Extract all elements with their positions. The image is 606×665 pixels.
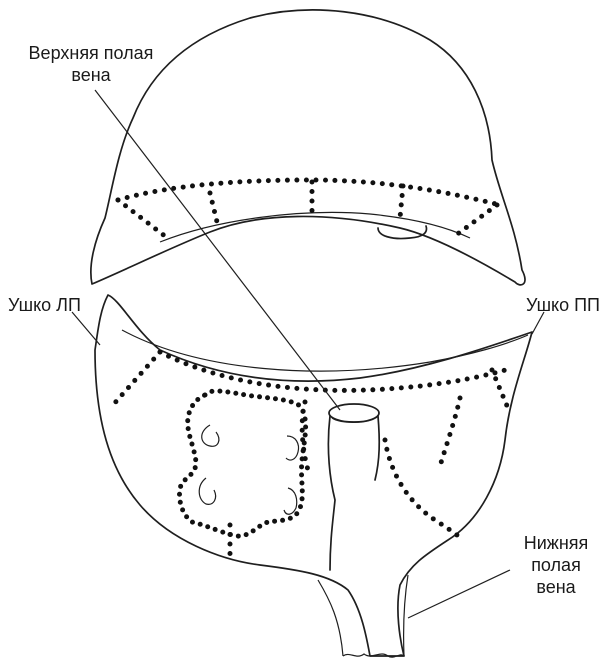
ivc-left-wall — [318, 580, 343, 656]
pv-stitch-upper-left — [202, 425, 219, 446]
pv-stitch-lower-right — [284, 488, 297, 514]
lower-right-diagonal-suture — [440, 398, 460, 466]
lower-atria-outline — [95, 295, 532, 656]
pv-stitch-lower-left — [199, 478, 215, 504]
ra-appendage-label: Ушко ПП — [526, 294, 600, 316]
lower-left-suture-edge — [113, 352, 160, 405]
upper-cuff-suture-left-edge — [118, 200, 170, 240]
ivc-label-line1: Нижняя — [508, 532, 604, 554]
la-appendage-label: Ушко ЛП — [8, 294, 81, 316]
ivc-leader-line — [408, 570, 510, 618]
pv-stitch-upper-right — [286, 436, 299, 460]
lower-septum-suture-right — [385, 440, 460, 538]
lower-atria-inner-rim — [122, 330, 528, 371]
lower-right-suture-edge — [492, 370, 510, 413]
upper-cuff-suture-tick-3 — [400, 186, 403, 218]
svc-right-wall — [375, 416, 379, 480]
ivc-label: Нижняя полая вена — [508, 532, 604, 598]
svc-left-wall — [328, 416, 335, 570]
upper-cuff-suture-right-edge — [452, 205, 497, 238]
ivc-label-line2: полая — [508, 554, 604, 576]
svc-label-line1: Верхняя полая — [6, 42, 176, 64]
upper-cuff-suture-line — [118, 180, 500, 205]
upper-cuff-suture-tick-1 — [210, 193, 218, 226]
la-appendage-leader-line — [72, 312, 100, 345]
ivc-right-wall — [404, 575, 408, 656]
svc-label: Верхняя полая вена — [6, 42, 176, 86]
svc-label-line2: вена — [6, 64, 176, 86]
ivc-label-line3: вена — [508, 576, 604, 598]
